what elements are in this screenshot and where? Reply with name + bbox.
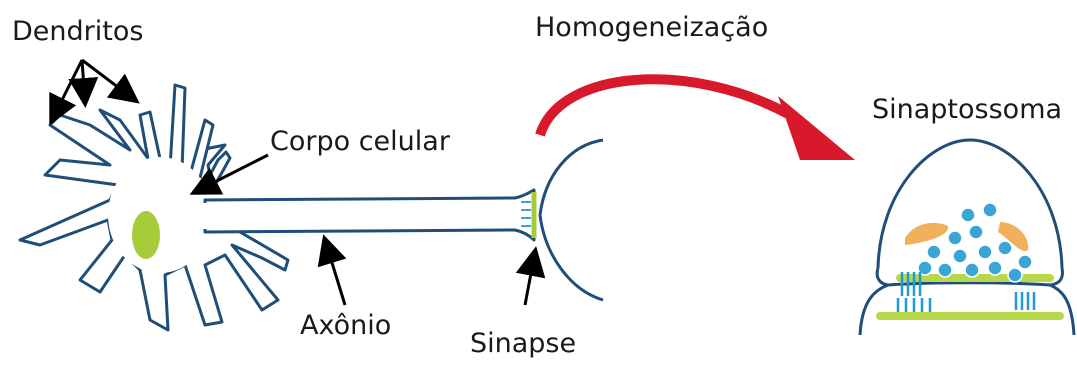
- axonio-arrow: [325, 240, 345, 305]
- dendrite-top-2: [170, 85, 185, 170]
- dendritos-arrows: [52, 60, 135, 120]
- label-dendritos: Dendritos: [12, 18, 143, 45]
- label-sinaptossoma: Sinaptossoma: [872, 96, 1062, 123]
- neuron: [20, 85, 603, 330]
- label-axonio: Axônio: [300, 312, 391, 339]
- label-homogeneizacao: Homogeneização: [535, 14, 768, 41]
- synaptosome: [860, 140, 1074, 335]
- synaptosome-membrane: [878, 140, 1062, 268]
- postsynaptic-cell: [540, 140, 603, 300]
- homogeneizacao-arrow: [540, 79, 855, 160]
- synaptosome-bottom: [860, 283, 1074, 335]
- sinapse-arrow: [525, 252, 535, 305]
- label-corpo-celular: Corpo celular: [270, 128, 450, 155]
- label-sinapse: Sinapse: [470, 330, 576, 357]
- nucleus: [132, 211, 160, 259]
